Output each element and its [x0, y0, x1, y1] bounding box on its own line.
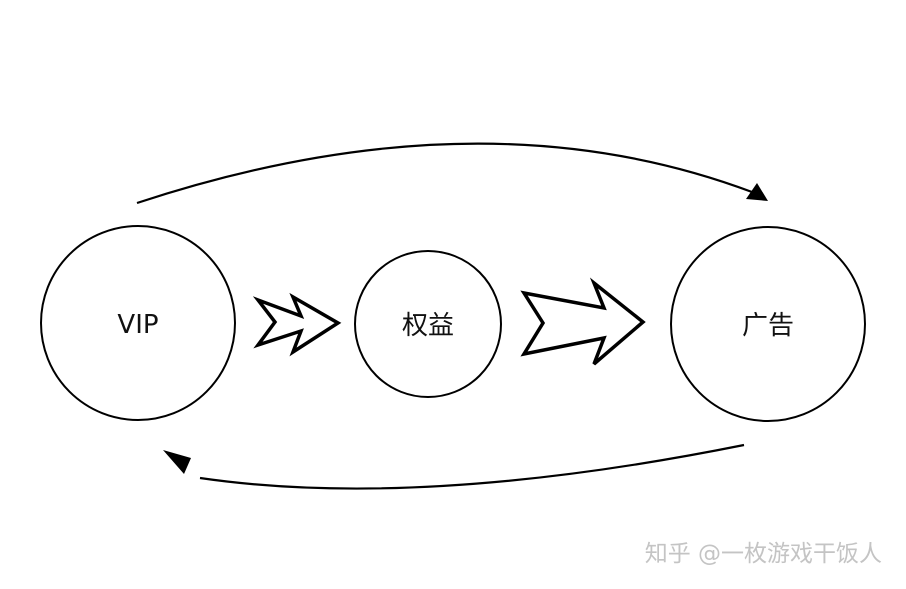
node-ads-label: 广告	[742, 311, 794, 341]
node-benefits-circle	[354, 250, 502, 398]
node-vip: VIP	[40, 225, 236, 421]
block-arrow-vip-to-benefits	[252, 292, 342, 357]
node-ads: 广告	[670, 226, 866, 422]
bottom-curved-arrow	[163, 443, 745, 490]
block-arrow-benefits-to-ads	[520, 277, 646, 366]
top-curved-arrow	[136, 142, 768, 205]
node-benefits-label: 权益	[402, 311, 454, 341]
watermark-text: 知乎 @一枚游戏干饭人	[645, 541, 882, 567]
node-ads-circle	[670, 226, 866, 422]
node-vip-label: VIP	[117, 310, 158, 340]
node-vip-circle	[40, 225, 236, 421]
node-benefits: 权益	[354, 250, 502, 398]
